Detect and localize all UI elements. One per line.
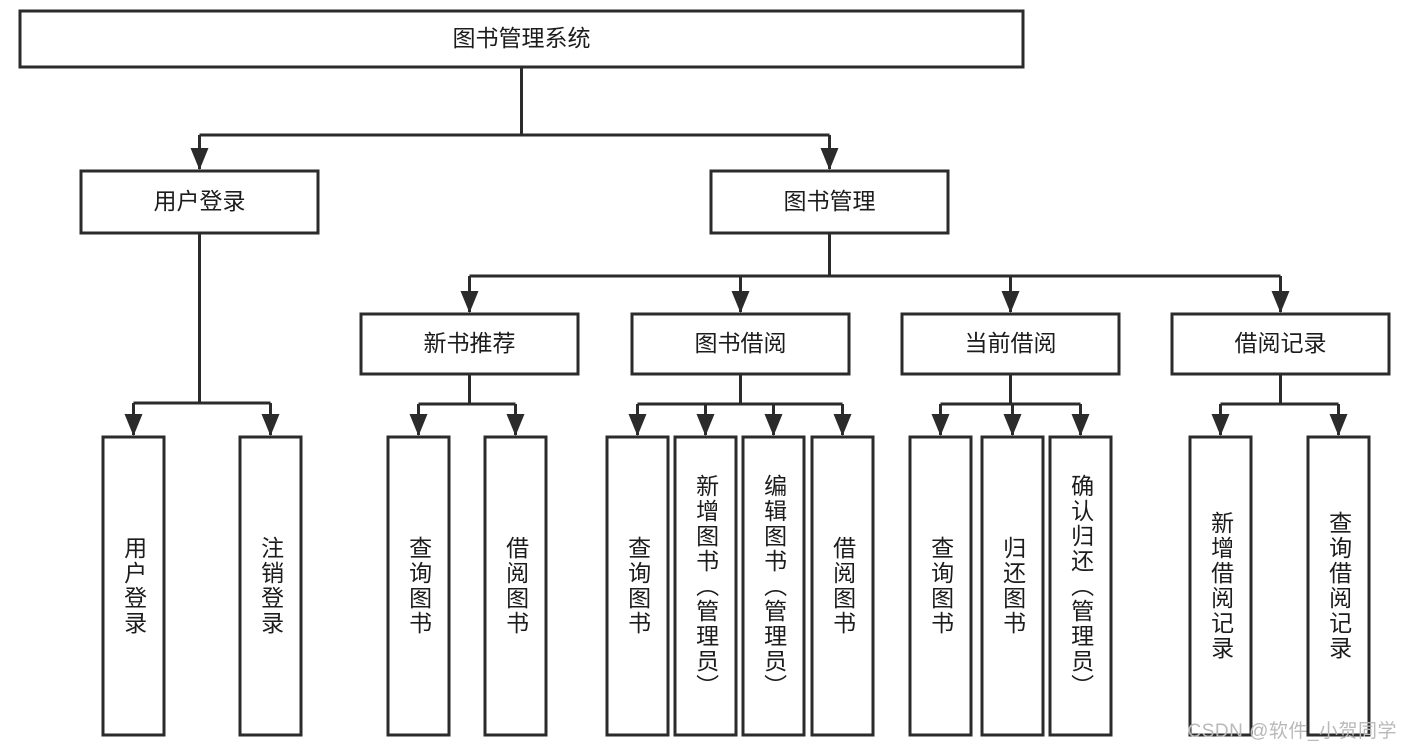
node-level1-label-0: 用户登录	[154, 188, 246, 214]
node-level2-label-0: 新书推荐	[424, 330, 516, 356]
node-leaf-9[interactable]	[980, 435, 1045, 737]
node-leaf-8[interactable]	[908, 435, 973, 737]
node-root-label: 图书管理系统	[453, 25, 591, 51]
node-leaf-11[interactable]	[1188, 435, 1253, 737]
node-leaf-4[interactable]	[605, 435, 670, 737]
node-leaf-1[interactable]	[238, 435, 303, 737]
node-level2-label-1: 图书借阅	[695, 330, 787, 356]
node-leaf-2[interactable]	[386, 435, 451, 737]
csdn-watermark: CSDN @软件_小贺同学	[1187, 721, 1397, 742]
node-level1-0[interactable]	[79, 169, 320, 235]
connector-lines	[124, 67, 1348, 436]
node-root[interactable]	[18, 9, 1025, 69]
node-leaf-5[interactable]	[673, 435, 738, 737]
node-level2-label-2: 当前借阅	[965, 330, 1057, 356]
node-level2-0[interactable]	[359, 312, 580, 376]
node-level1-label-1: 图书管理	[784, 188, 876, 214]
node-level1-1[interactable]	[709, 169, 950, 235]
node-leaf-3[interactable]	[483, 435, 548, 737]
node-leaf-7[interactable]	[810, 435, 875, 737]
node-level2-label-3: 借阅记录	[1235, 330, 1327, 356]
node-level2-3[interactable]	[1170, 312, 1391, 376]
node-leaf-10[interactable]	[1048, 435, 1113, 737]
node-leaf-0[interactable]	[101, 435, 166, 737]
node-level2-1[interactable]	[630, 312, 851, 376]
node-leaf-6[interactable]	[741, 435, 806, 737]
node-level2-2[interactable]	[900, 312, 1121, 376]
node-leaf-12[interactable]	[1306, 435, 1371, 737]
